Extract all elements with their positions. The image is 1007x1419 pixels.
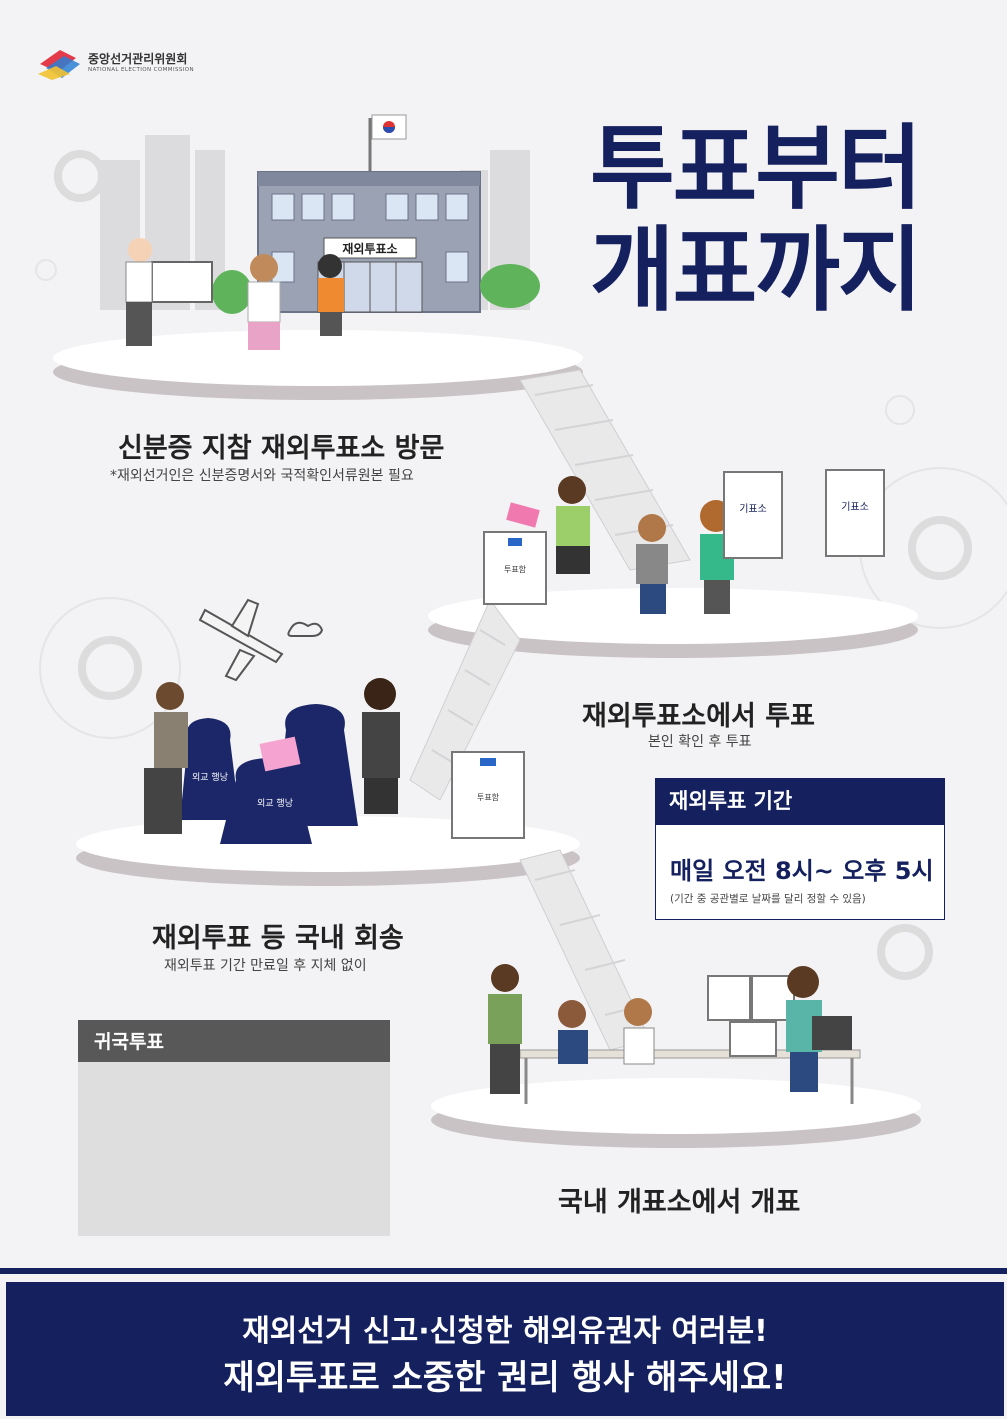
footer-divider [0, 1268, 1007, 1274]
title-line-1: 투표부터 [590, 115, 923, 222]
building-sign: 재외투표소 [342, 241, 397, 256]
step-3-note: 재외투표 기간 만료일 후 지체 없이 [164, 958, 367, 974]
footer-line-2: 재외투표로 소중한 권리 행사 해주세요! [223, 1358, 787, 1398]
step-3-title: 재외투표 등 국내 회송 [152, 923, 404, 954]
home-vote-box: 귀국투표 [78, 1020, 390, 1236]
booth-label-1: 기표소 [739, 503, 767, 515]
airplane-icon [198, 598, 284, 682]
ballot-box-label: 투표함 [504, 565, 527, 574]
skyline [100, 135, 530, 310]
people-figures: 투표함 기표소 기표소 외교 행낭 외교 행낭 [125, 238, 885, 1104]
step-1-note: *재외선거인은 신분증명서와 국적확인서류원본 필요 [110, 468, 414, 484]
org-name-en: NATIONAL ELECTION COMMISSION [88, 67, 195, 73]
step-1-title: 신분증 지참 재외투표소 방문 [118, 433, 445, 464]
step-4-title: 국내 개표소에서 개표 [558, 1187, 801, 1218]
footer-banner: 재외선거 신고·신청한 해외유권자 여러분! 재외투표로 소중한 권리 행사 해… [6, 1282, 1004, 1416]
step-2-note: 본인 확인 후 투표 [648, 734, 752, 750]
nec-emblem-icon [38, 50, 80, 80]
cloud-icon [287, 621, 324, 637]
voting-period-time: 매일 오전 8시~ 오후 5시 [670, 857, 934, 885]
voting-period-note: (기간 중 공관별로 날짜를 달리 정할 수 있음) [670, 893, 866, 905]
title-line-2: 개표까지 [590, 217, 923, 324]
voting-period-header: 재외투표 기간 [655, 778, 945, 824]
home-vote-header: 귀국투표 [78, 1020, 390, 1062]
pouch-label-1: 외교 행낭 [192, 771, 228, 783]
illustration-layer: 재외투표소 투표함 기표소 기표소 [35, 114, 1007, 1148]
vote-stamp-icon [54, 150, 972, 980]
nec-logo: 중앙선거관리위원회 NATIONAL ELECTION COMMISSION [36, 44, 236, 84]
poster-title: 투표부터 개표까지 [590, 118, 970, 322]
voting-period-box: 재외투표 기간 매일 오전 8시~ 오후 5시 (기간 중 공관별로 날짜를 달… [655, 778, 945, 920]
home-vote-body [78, 1062, 390, 1236]
ballot-box-label-2: 투표함 [477, 793, 500, 802]
org-name: 중앙선거관리위원회 [88, 52, 188, 66]
diplomatic-pouches: 외교 행낭 외교 행낭 [180, 704, 358, 844]
step-2-title: 재외투표소에서 투표 [582, 701, 815, 732]
booth-label-2: 기표소 [841, 501, 869, 513]
embassy-building: 재외투표소 [151, 114, 540, 314]
voting-period-body: 매일 오전 8시~ 오후 5시 (기간 중 공관별로 날짜를 달리 정할 수 있… [655, 824, 945, 920]
footer-line-1: 재외선거 신고·신청한 해외유권자 여러분! [242, 1314, 768, 1349]
pouch-label-2: 외교 행낭 [257, 797, 293, 809]
